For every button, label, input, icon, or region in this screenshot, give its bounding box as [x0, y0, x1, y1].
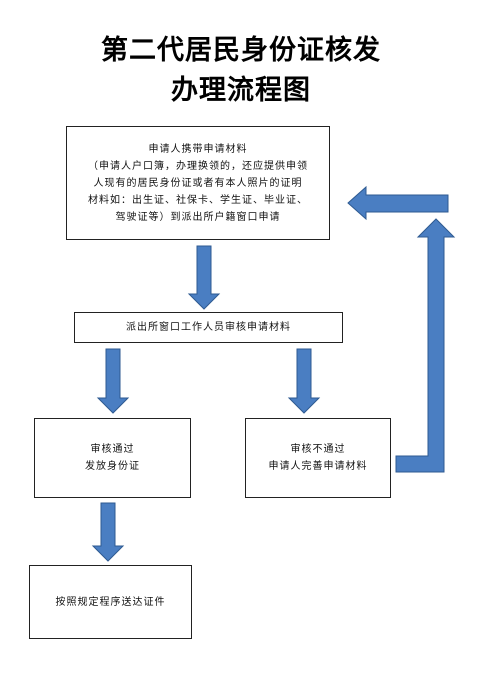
step-fail-line2: 申请人完善申请材料 — [268, 461, 368, 472]
step-deliver-label: 按照规定程序送达证件 — [55, 596, 166, 608]
step-review-box: 派出所窗口工作人员审核申请材料 — [74, 312, 343, 343]
arrow-fail-loop-up — [395, 218, 456, 473]
step-apply-line1: 申请人携带申请材料 — [148, 143, 248, 155]
step-apply-line5: 驾驶证等）到派出所户籍窗口申请 — [115, 211, 281, 223]
step-apply-line3: 人现有的居民身份证或者有本人照片的证明 — [93, 177, 303, 189]
step-pass-line2: 发放身份证 — [85, 461, 140, 472]
step-fail-box: 审核不通过 申请人完善申请材料 — [245, 418, 391, 498]
arrow-apply-to-review — [187, 245, 221, 310]
diagram-title-line1: 第二代居民身份证核发 — [101, 35, 381, 66]
diagram-title-line2: 办理流程图 — [171, 75, 311, 106]
step-pass-line1: 审核通过 — [90, 444, 135, 455]
step-apply-line4: 材料如：出生证、社保卡、学生证、毕业证、 — [88, 194, 308, 206]
arrow-pass-to-deliver — [91, 502, 125, 562]
arrow-review-to-pass — [96, 348, 130, 414]
step-pass-box: 审核通过 发放身份证 — [34, 418, 191, 498]
arrow-review-to-fail — [287, 348, 321, 414]
step-review-label: 派出所窗口工作人员审核申请材料 — [126, 322, 291, 333]
step-deliver-box: 按照规定程序送达证件 — [29, 565, 192, 639]
arrow-loop-back-to-apply — [347, 185, 449, 221]
step-apply-line2: （申请人户口簿，办理换领的，还应提供申领 — [88, 160, 308, 172]
step-fail-line1: 审核不通过 — [290, 444, 346, 455]
step-apply-box: 申请人携带申请材料 （申请人户口簿，办理换领的，还应提供申领 人现有的居民身份证… — [66, 126, 330, 240]
